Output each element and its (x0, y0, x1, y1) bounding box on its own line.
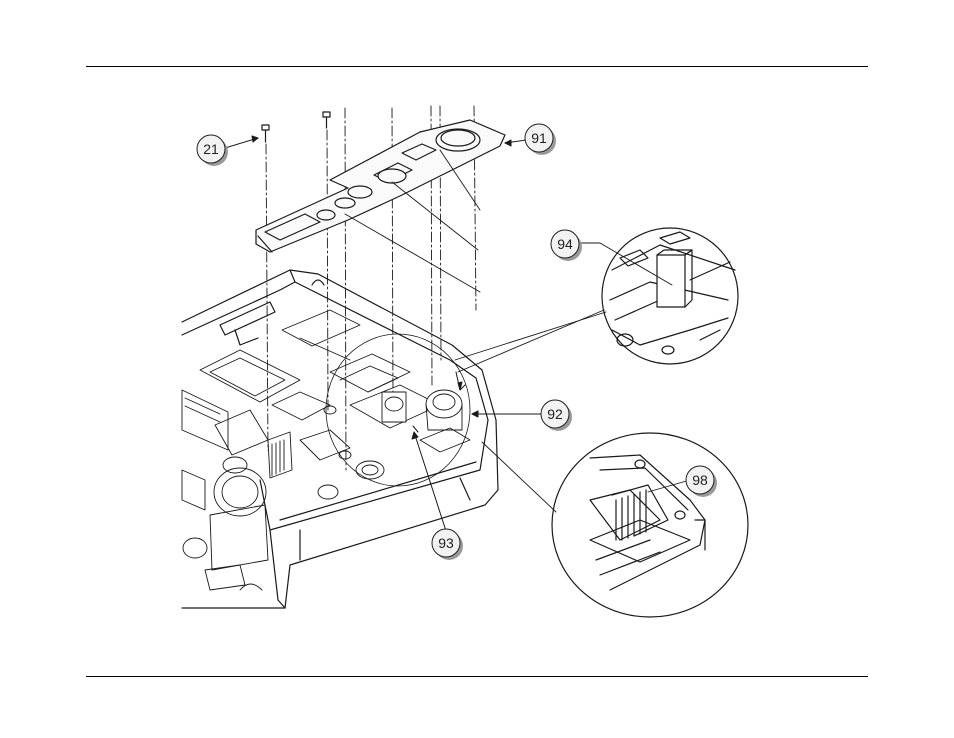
detail-view-98 (552, 433, 748, 617)
callout-91-label: 91 (531, 130, 547, 146)
screw-middle (323, 112, 330, 128)
callout-98-label: 98 (692, 472, 708, 488)
screw-left (262, 125, 269, 142)
callout-93-label: 93 (438, 535, 454, 551)
housing-internals (182, 310, 470, 590)
callout-91: 91 (525, 124, 556, 155)
detail-view-94 (602, 228, 738, 364)
callout-93: 93 (432, 529, 463, 560)
callout-21-label: 21 (203, 141, 219, 157)
top-panel-91 (256, 120, 505, 252)
callout-21: 21 (197, 135, 228, 166)
callout-92: 92 (541, 400, 572, 431)
callout-94-label: 94 (557, 236, 573, 252)
callout-94: 94 (551, 230, 582, 261)
callout-92-label: 92 (547, 406, 563, 422)
